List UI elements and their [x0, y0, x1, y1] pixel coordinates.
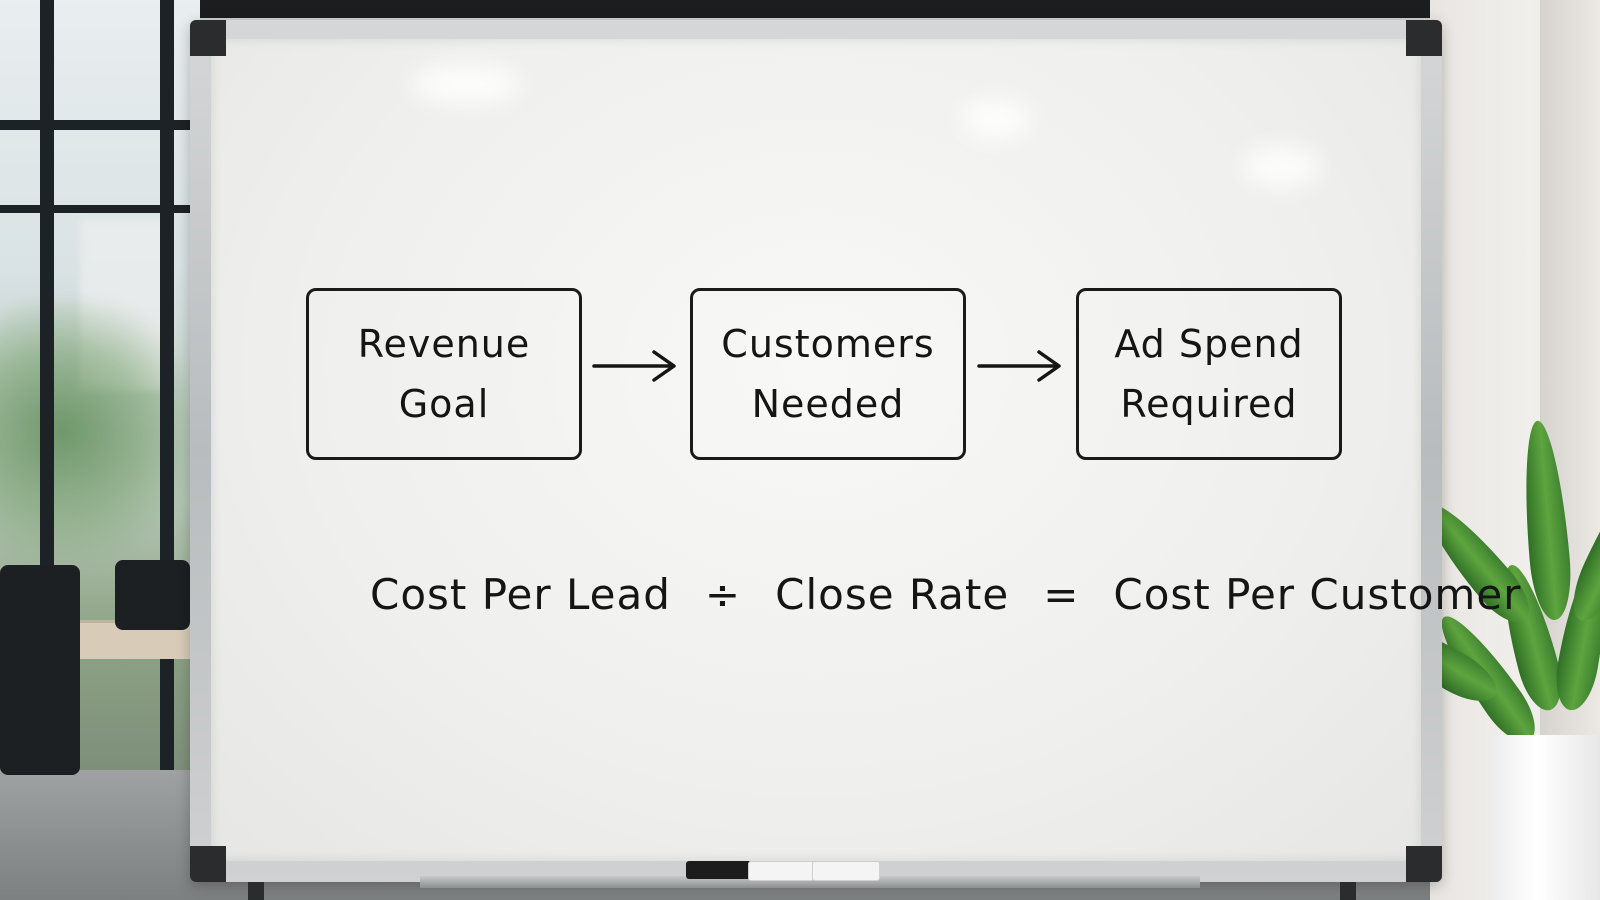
light-glare [411, 64, 521, 104]
flow-box-revenue-goal: Revenue Goal [306, 288, 582, 460]
formula-term-close-rate: Close Rate [775, 570, 1010, 619]
ceiling [0, 0, 1600, 18]
frame-corner [190, 20, 226, 56]
window-mullion [160, 0, 174, 900]
window-mullion [0, 205, 200, 213]
formula-result-cost-per-customer: Cost Per Customer [1113, 570, 1522, 619]
marker-tray [420, 876, 1200, 888]
marker[interactable] [686, 861, 752, 879]
flow-box-customers-needed: Customers Needed [690, 288, 966, 460]
frame-corner [1406, 846, 1442, 882]
whiteboard-surface [211, 39, 1421, 861]
stand-leg [1340, 882, 1356, 900]
flow-box-line: Needed [751, 382, 905, 426]
window-mullion [0, 120, 200, 130]
divide-operator: ÷ [704, 570, 742, 619]
office-chair [115, 560, 190, 630]
formula-term-cost-per-lead: Cost Per Lead [370, 570, 671, 619]
office-chair [0, 565, 80, 775]
flow-box-line: Revenue [357, 322, 531, 366]
plant-pot [1490, 735, 1600, 900]
cost-formula: Cost Per Lead ÷ Close Rate = Cost Per Cu… [370, 560, 1520, 630]
arrow-right-icon [977, 350, 1061, 382]
stand-leg [248, 882, 264, 900]
frame-corner [1406, 20, 1442, 56]
flow-box-line: Goal [398, 382, 490, 426]
frame-corner [190, 846, 226, 882]
flow-box-line: Required [1120, 382, 1298, 426]
flow-box-line: Ad Spend [1114, 322, 1304, 366]
arrow-right-icon [592, 350, 676, 382]
marker[interactable] [748, 861, 814, 881]
flow-box-line: Customers [721, 322, 935, 366]
equals-operator: = [1043, 570, 1080, 619]
light-glare [1241, 147, 1321, 187]
light-glare [961, 99, 1031, 139]
flow-box-ad-spend-required: Ad Spend Required [1076, 288, 1342, 460]
marker[interactable] [812, 861, 880, 881]
